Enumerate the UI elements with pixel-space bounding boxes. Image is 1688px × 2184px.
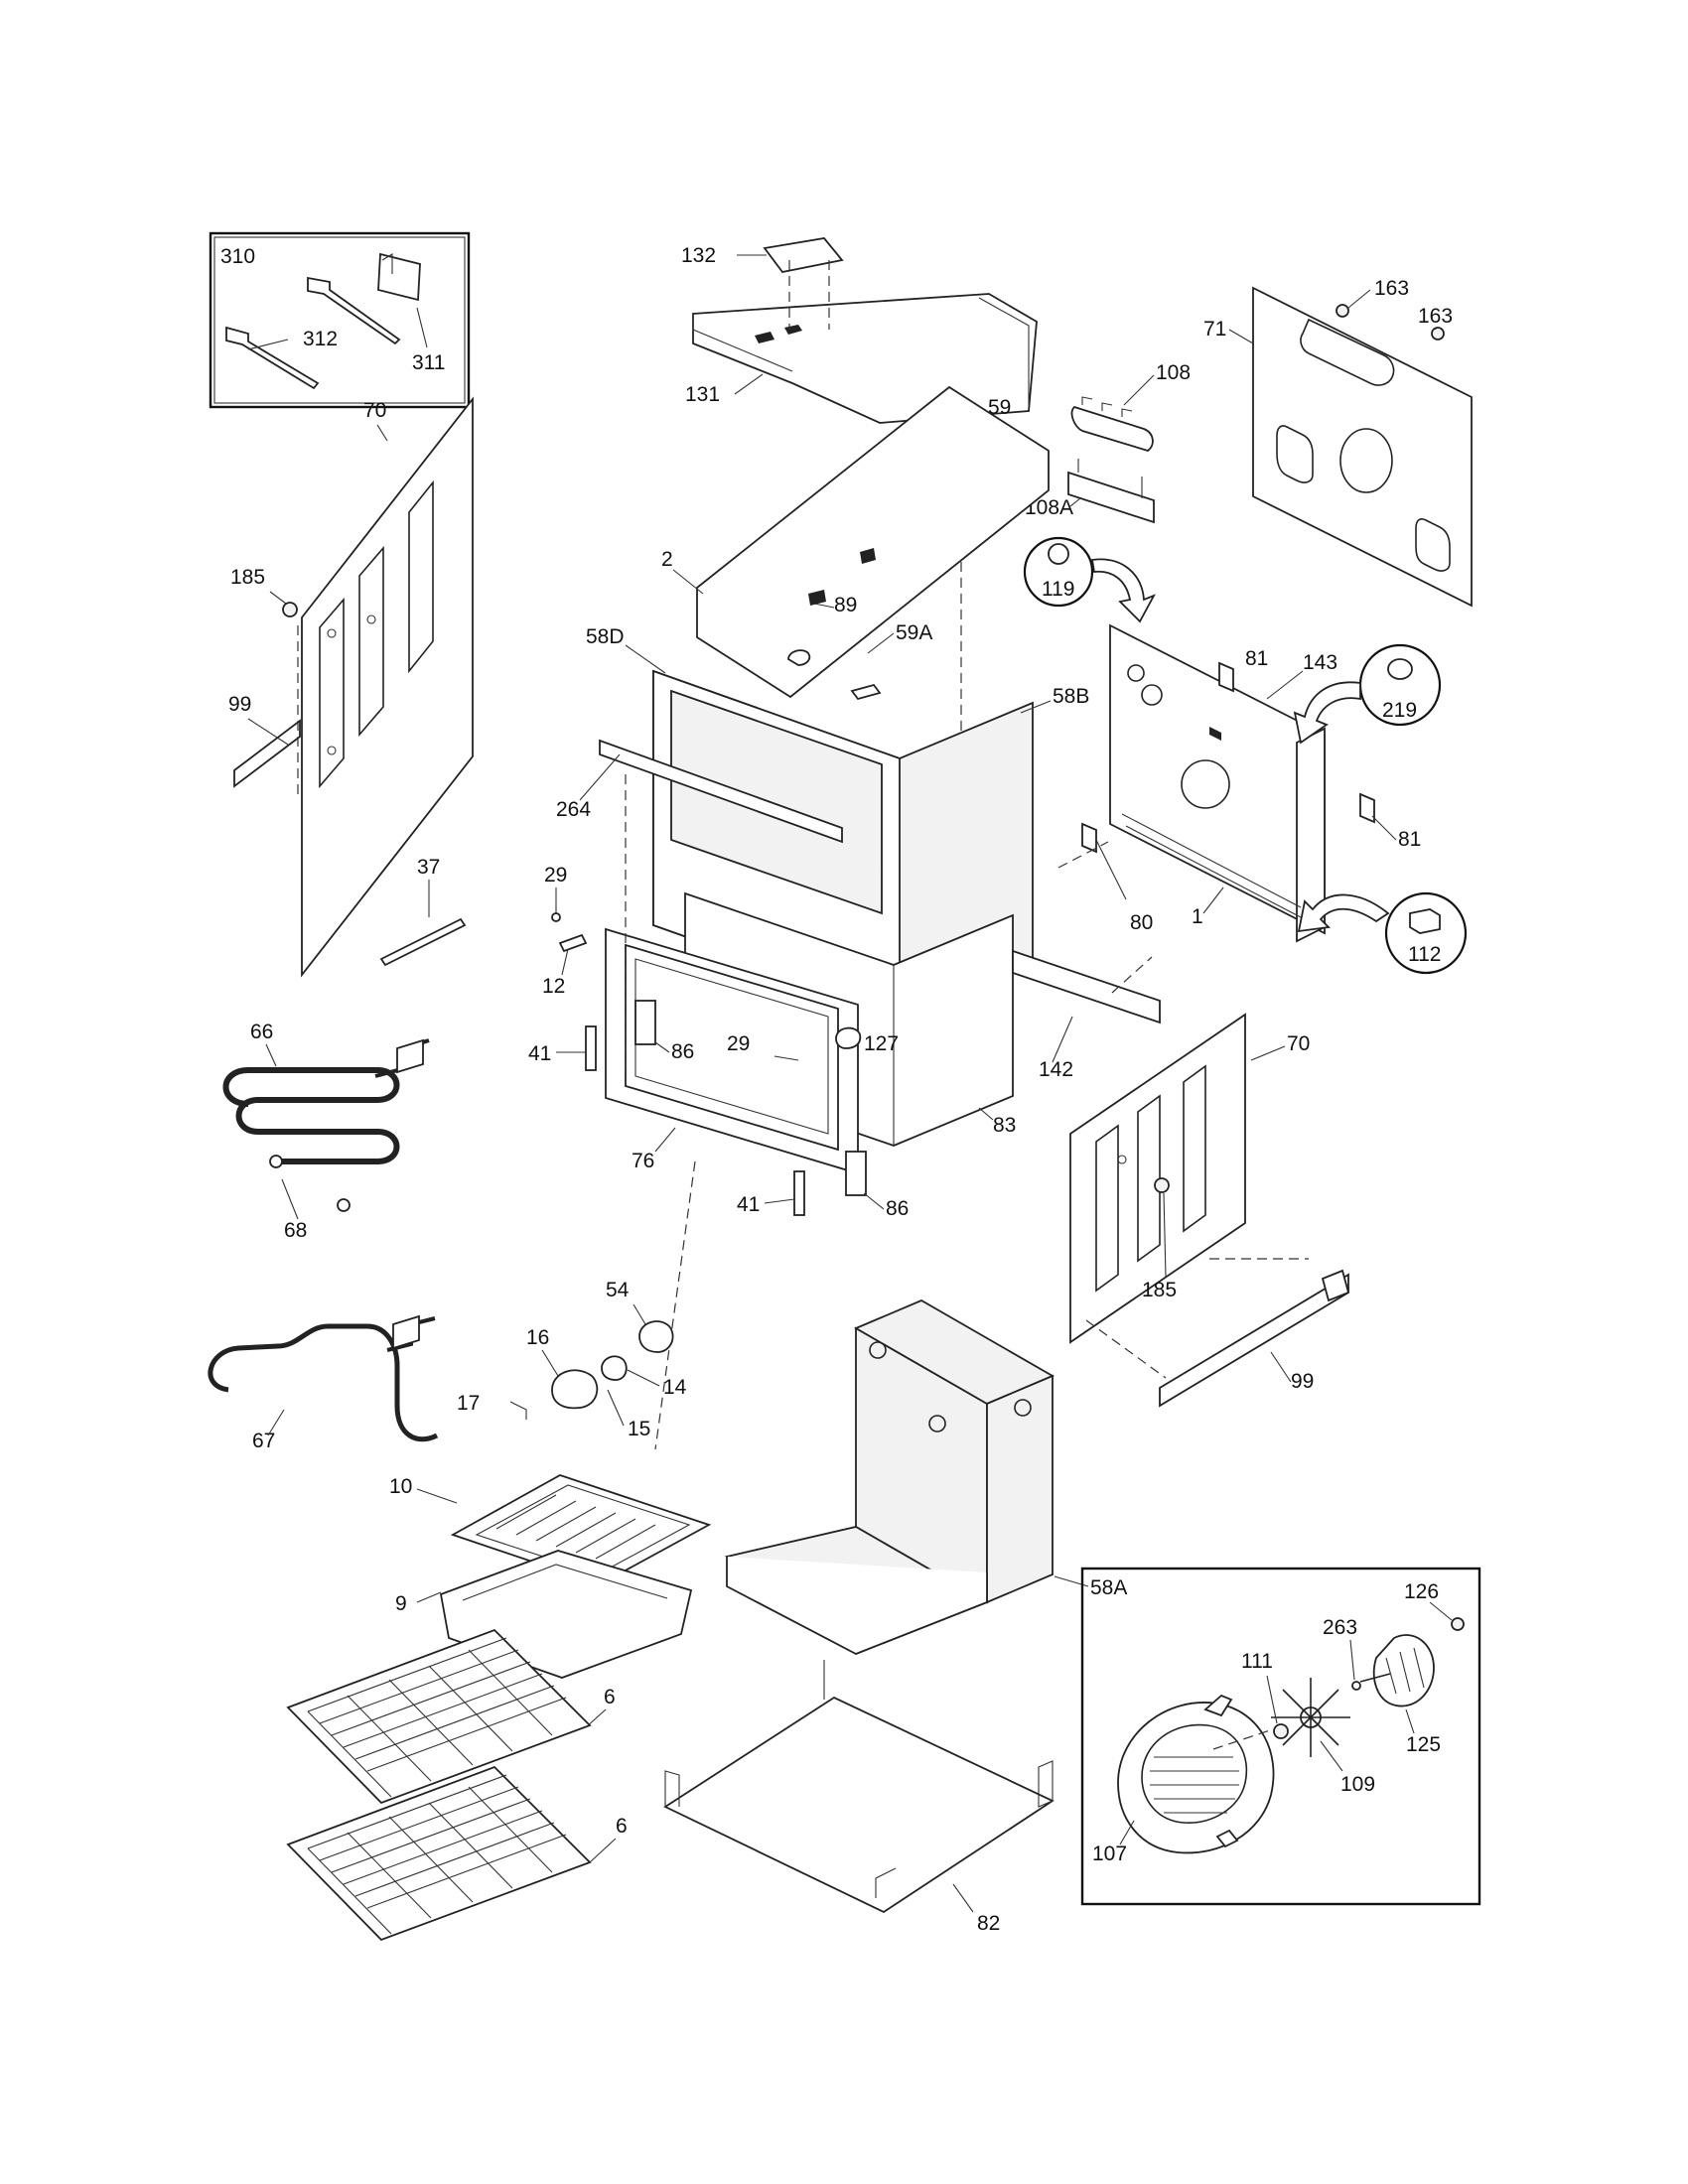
label-58D: 58D (586, 625, 625, 648)
rear-control-panel: 81 143 219 81 80 1 112 142 (1012, 623, 1468, 1081)
label-59A: 59A (896, 621, 932, 644)
bottom-tray: 82 (663, 1660, 1055, 1935)
label-142: 142 (1039, 1058, 1073, 1081)
label-86a: 86 (671, 1040, 694, 1063)
label-131: 131 (685, 383, 720, 406)
label-310: 310 (220, 245, 255, 268)
label-89: 89 (834, 594, 857, 616)
label-29b: 29 (727, 1032, 750, 1055)
label-10: 10 (389, 1475, 412, 1498)
rear-panel-assembly: 163 163 71 108 108A 119 (1023, 277, 1473, 623)
broil-pan: 10 9 (389, 1474, 712, 1679)
label-12: 12 (542, 975, 565, 998)
label-82: 82 (977, 1912, 1000, 1935)
label-163b: 163 (1418, 305, 1453, 328)
label-125: 125 (1406, 1733, 1441, 1756)
label-17: 17 (457, 1392, 480, 1415)
label-126: 126 (1404, 1580, 1439, 1603)
label-264: 264 (556, 798, 591, 821)
label-108A: 108A (1025, 496, 1073, 519)
label-2: 2 (661, 548, 673, 571)
label-37: 37 (417, 856, 440, 879)
label-185a: 185 (230, 566, 265, 589)
label-29a: 29 (544, 864, 567, 887)
oven-racks: 6 6 (286, 1628, 628, 1942)
label-112: 112 (1408, 943, 1441, 966)
probe-bracket-kit-box: 310 312 311 (209, 231, 471, 409)
label-59: 59 (988, 396, 1011, 419)
label-108: 108 (1156, 361, 1191, 384)
label-127: 127 (864, 1032, 899, 1055)
label-58B: 58B (1053, 685, 1089, 708)
left-side-panel: 70 185 99 (228, 396, 474, 978)
label-6b: 6 (616, 1815, 628, 1838)
label-80: 80 (1130, 911, 1153, 934)
label-119: 119 (1042, 578, 1074, 601)
label-54: 54 (606, 1279, 630, 1301)
label-81a: 81 (1245, 647, 1268, 670)
label-185b: 185 (1142, 1279, 1177, 1301)
label-9: 9 (395, 1592, 407, 1615)
label-66: 66 (250, 1021, 273, 1043)
label-41b: 41 (737, 1193, 760, 1216)
label-86b: 86 (886, 1197, 909, 1220)
label-219: 219 (1382, 699, 1417, 722)
label-99b: 99 (1291, 1370, 1314, 1393)
label-70a: 70 (363, 399, 386, 422)
label-111: 111 (1241, 1650, 1273, 1673)
label-41a: 41 (528, 1042, 551, 1065)
label-163a: 163 (1374, 277, 1409, 300)
label-76: 76 (632, 1150, 654, 1172)
label-68: 68 (284, 1219, 307, 1242)
label-16: 16 (526, 1326, 549, 1349)
label-132: 132 (681, 244, 716, 267)
label-15: 15 (628, 1418, 650, 1440)
label-83: 83 (993, 1114, 1016, 1137)
label-1: 1 (1192, 905, 1203, 928)
label-70b: 70 (1287, 1032, 1310, 1055)
heating-elements-left: 37 29 12 66 68 (222, 856, 588, 1242)
label-58A: 58A (1090, 1576, 1127, 1599)
label-14: 14 (663, 1376, 687, 1399)
label-71: 71 (1203, 318, 1226, 341)
label-263: 263 (1323, 1616, 1357, 1639)
label-81b: 81 (1398, 828, 1421, 851)
label-143: 143 (1303, 651, 1337, 674)
label-6a: 6 (604, 1686, 616, 1708)
label-311: 311 (412, 351, 445, 374)
oven-cavity-assembly: 2 89 59A 58D 58B 83 76 127 29 264 (528, 385, 1089, 1450)
convection-fan-box: 126 263 125 109 111 107 (1080, 1567, 1481, 1906)
right-side-panel: 70 185 99 (1069, 1013, 1350, 1408)
label-312: 312 (303, 328, 338, 350)
bottom-insulation: 58A (724, 1298, 1127, 1656)
label-99a: 99 (228, 693, 251, 716)
label-109: 109 (1340, 1773, 1375, 1796)
label-67: 67 (252, 1430, 275, 1452)
light-and-broil-assembly: 54 14 16 15 17 67 (208, 1279, 687, 1452)
label-107: 107 (1092, 1843, 1127, 1865)
